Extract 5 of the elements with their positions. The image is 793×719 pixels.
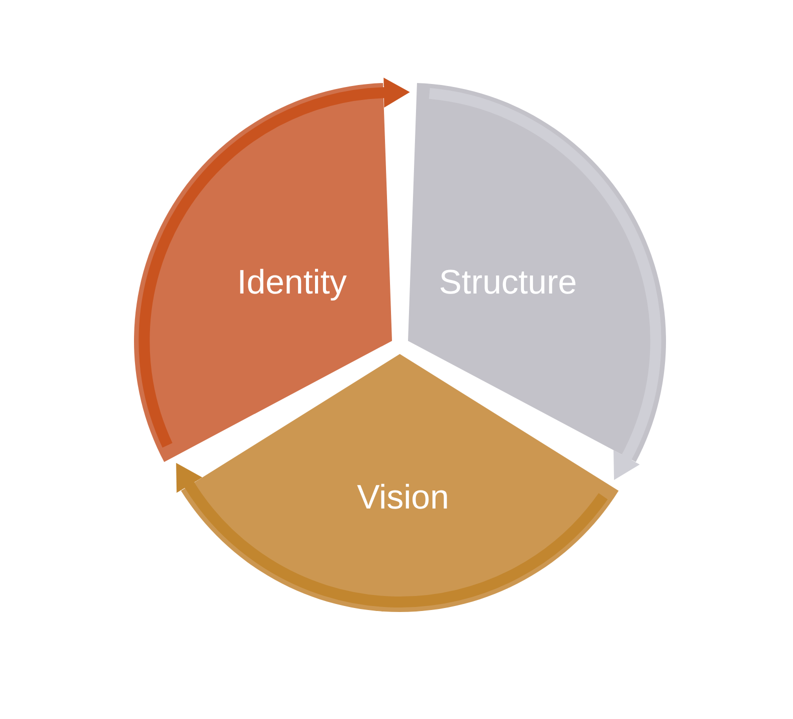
curved-arrow [428, 88, 662, 481]
sector-label: Structure [439, 263, 577, 302]
sector-label: Vision [356, 478, 449, 518]
curved-arrow [174, 464, 608, 608]
sector-label: Identity [237, 263, 347, 302]
